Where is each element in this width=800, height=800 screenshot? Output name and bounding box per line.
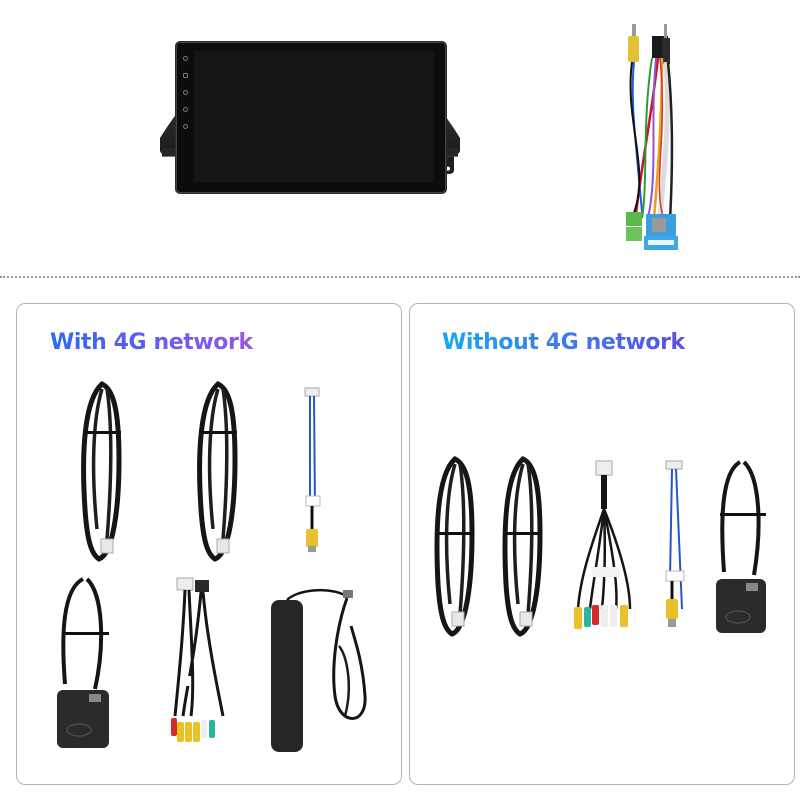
back-icon [182, 90, 188, 95]
home-icon [182, 73, 188, 78]
usb-cable-icon [197, 381, 238, 562]
usb-cable-icon [81, 381, 122, 562]
4g-antenna-icon [271, 589, 367, 752]
volume-up-icon [182, 107, 188, 112]
gps-antenna-icon [716, 460, 766, 633]
panel-without-4g: Without 4G network [409, 303, 795, 785]
usb-cable-icon [434, 456, 475, 637]
usb-cable-icon [502, 456, 543, 637]
panel-title: With 4G network [50, 330, 253, 355]
side-button-strip [180, 56, 190, 129]
panel-title: Without 4G network [442, 330, 685, 355]
rca-cable-icon [171, 577, 225, 742]
volume-down-icon [182, 124, 188, 129]
panel-with-4g: With 4G network [16, 303, 402, 785]
camera-cable-icon [304, 387, 321, 552]
gps-antenna-icon [57, 577, 109, 748]
power-icon [182, 56, 188, 61]
section-divider [0, 276, 800, 278]
display-screen [194, 51, 434, 182]
head-unit-image [80, 38, 540, 248]
screen-bezel [175, 41, 447, 194]
camera-cable-icon [665, 460, 685, 627]
rca-cable-icon [574, 460, 632, 629]
wiring-harness-image [626, 24, 678, 250]
